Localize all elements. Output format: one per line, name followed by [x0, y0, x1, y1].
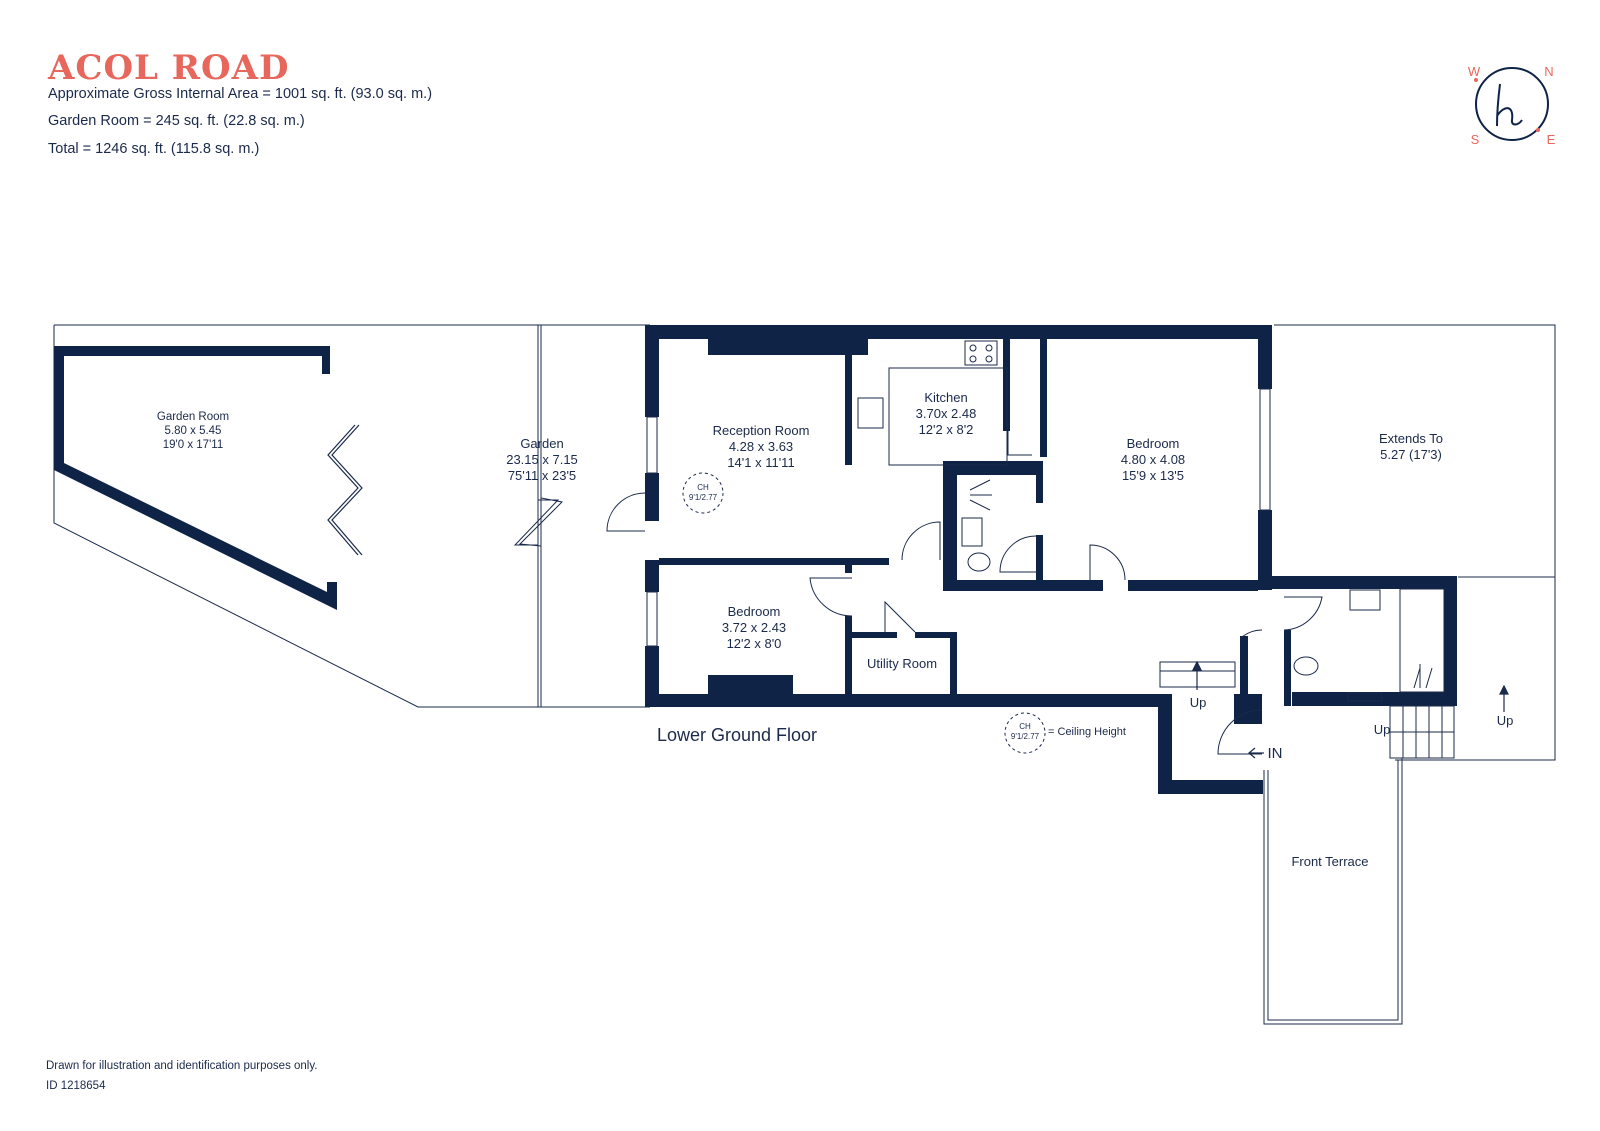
bedroom-main-name: Bedroom [1127, 436, 1180, 451]
garden-room-walls [54, 346, 337, 610]
hob-icon [964, 340, 998, 366]
compass-n: N [1544, 64, 1553, 79]
garden-imperial: 75'11 x 23'5 [508, 468, 576, 483]
floor-label: Lower Ground Floor [657, 725, 817, 745]
compass-e: E [1547, 132, 1556, 147]
utility-name: Utility Room [867, 656, 937, 671]
reception-metric: 4.28 x 3.63 [729, 439, 793, 454]
garden-room-metric: 5.80 x 5.45 [165, 425, 222, 437]
flat-walls [645, 325, 1457, 794]
gross-area-text: Approximate Gross Internal Area = 1001 s… [48, 86, 433, 102]
kitchen-metric: 3.70x 2.48 [916, 406, 977, 421]
kitchen-name: Kitchen [924, 390, 967, 405]
bedroom-2-metric: 3.72 x 2.43 [722, 620, 786, 635]
property-title: ACOL ROAD [48, 48, 290, 88]
garden-room-name: Garden Room [157, 411, 229, 423]
shower-icon [969, 479, 992, 511]
basin-icon [1349, 589, 1381, 611]
ch-legend-label: CH [1019, 722, 1031, 731]
sink-icon [857, 397, 884, 429]
kitchen-counter [888, 367, 1008, 466]
garden-room-imperial: 19'0 x 17'11 [163, 439, 223, 451]
disclaimer-text: Drawn for illustration and identificatio… [46, 1060, 318, 1072]
garden-metric: 23.15 x 7.15 [506, 452, 578, 467]
kitchen-imperial: 12'2 x 8'2 [919, 422, 974, 437]
extends-metric: 5.27 (17'3) [1380, 447, 1442, 462]
ceiling-height-markers [682, 472, 1046, 754]
ch-legend-value: 9'1/2.77 [1011, 732, 1040, 741]
garden-name: Garden [520, 436, 563, 451]
reception-imperial: 14'1 x 11'11 [727, 455, 794, 470]
total-area-text: Total = 1246 sq. ft. (115.8 sq. m.) [48, 141, 260, 157]
front-terrace-name: Front Terrace [1291, 854, 1368, 869]
entrance-label: IN [1268, 745, 1283, 762]
bedroom-2-name: Bedroom [728, 604, 781, 619]
compass-s: S [1471, 132, 1480, 147]
ch-value: 9'1/2.77 [689, 493, 718, 502]
boundary-lines [53, 324, 1556, 1025]
compass-w: W [1468, 64, 1481, 79]
room-labels: Garden Room 5.80 x 5.45 19'0 x 17'11 Gar… [157, 390, 1513, 869]
bedroom-main-imperial: 15'9 x 13'5 [1122, 468, 1184, 483]
bedroom-2-imperial: 12'2 x 8'0 [727, 636, 782, 651]
bifold-door-icon [327, 424, 359, 556]
compass-logo-icon: W N S E [1468, 64, 1556, 147]
basin-icon [961, 517, 983, 547]
ch-label: CH [697, 483, 709, 492]
plant-icon [1413, 664, 1433, 689]
up-arrows [1192, 660, 1509, 712]
door-swings [606, 431, 1323, 755]
windows [646, 388, 1271, 647]
up-label-side: Up [1497, 713, 1514, 728]
plan-id-text: ID 1218654 [46, 1080, 106, 1092]
up-label-front: Up [1374, 722, 1391, 737]
front-stairs-icon [1389, 705, 1455, 759]
bedroom-main-metric: 4.80 x 4.08 [1121, 452, 1185, 467]
toilet-icon [1293, 656, 1319, 676]
ch-legend-text: = Ceiling Height [1048, 726, 1126, 738]
toilet-icon [967, 552, 991, 572]
garden-room-area-text: Garden Room = 245 sq. ft. (22.8 sq. m.) [48, 113, 305, 129]
extends-name: Extends To [1379, 431, 1443, 446]
reception-name: Reception Room [713, 423, 810, 438]
entrance-arrow-icon [1248, 747, 1264, 759]
up-label-lobby: Up [1190, 695, 1207, 710]
